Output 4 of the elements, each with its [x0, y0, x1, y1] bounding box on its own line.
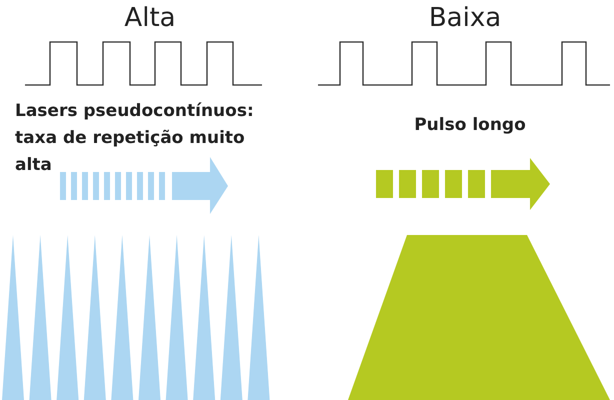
- caption-text: Pulso longo: [414, 115, 526, 135]
- rate-label: Alta: [124, 3, 176, 33]
- caption-text: Lasers pseudocontínuos: taxa de repetição muito alta: [15, 100, 255, 177]
- rate-label: Baixa: [428, 3, 502, 33]
